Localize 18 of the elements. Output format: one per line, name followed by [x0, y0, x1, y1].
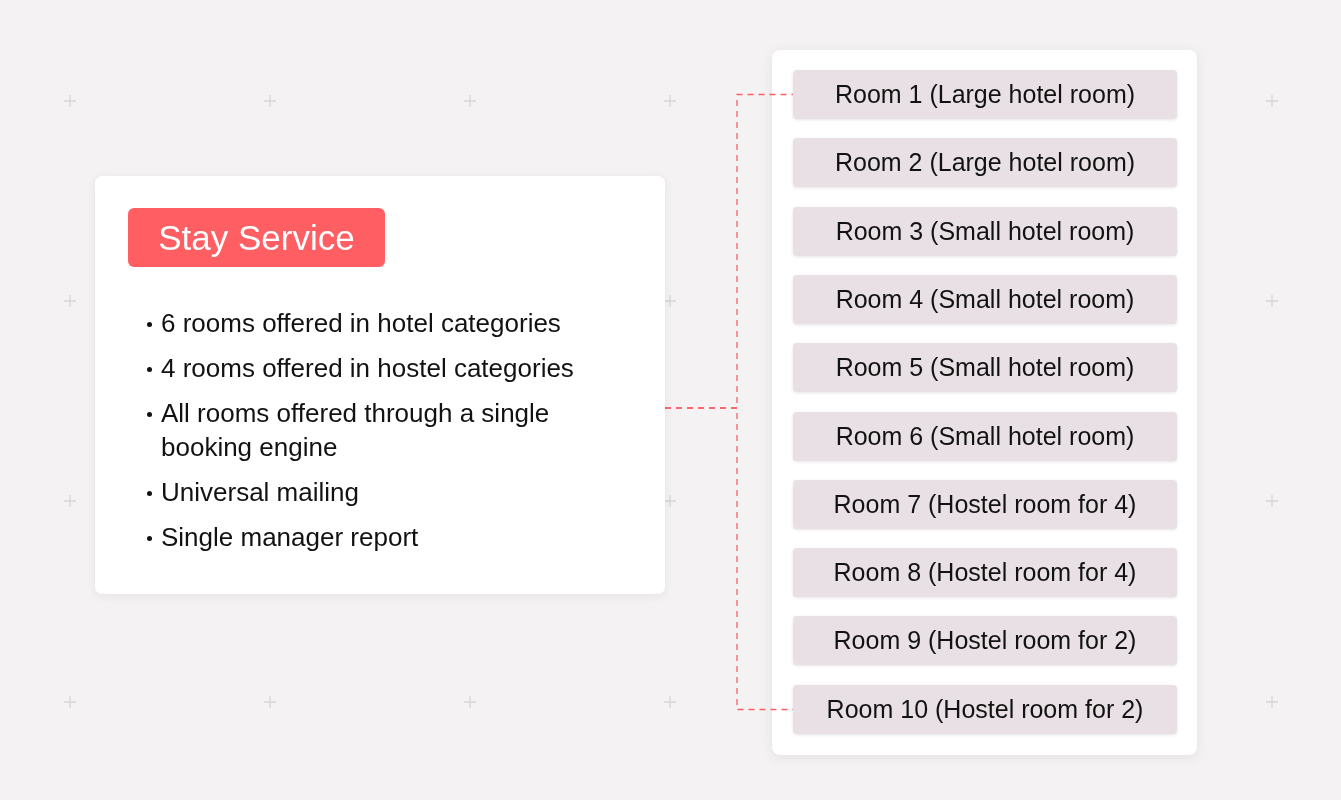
bullet-text: 4 rooms offered in hostel categories	[161, 352, 574, 385]
bullet-text: Universal mailing	[161, 476, 359, 509]
room-item: Room 10 (Hostel room for 2)	[793, 685, 1177, 734]
room-item: Room 7 (Hostel room for 4)	[793, 480, 1177, 529]
bullet-text: Single manager report	[161, 521, 419, 554]
room-item: Room 6 (Small hotel room)	[793, 412, 1177, 461]
room-item: Room 8 (Hostel room for 4)	[793, 548, 1177, 597]
room-item: Room 5 (Small hotel room)	[793, 343, 1177, 392]
room-item: Room 9 (Hostel room for 2)	[793, 616, 1177, 665]
room-item: Room 3 (Small hotel room)	[793, 207, 1177, 256]
room-item: Room 4 (Small hotel room)	[793, 275, 1177, 324]
service-title-badge: Stay Service	[128, 208, 385, 267]
room-item: Room 2 (Large hotel room)	[793, 138, 1177, 187]
bullet-text: 6 rooms offered in hotel categories	[161, 307, 561, 340]
room-item: Room 1 (Large hotel room)	[793, 70, 1177, 119]
room-list-panel	[772, 50, 1197, 755]
info-card	[95, 176, 665, 594]
bullet-text: All rooms offered through a single booking engine	[161, 397, 551, 464]
